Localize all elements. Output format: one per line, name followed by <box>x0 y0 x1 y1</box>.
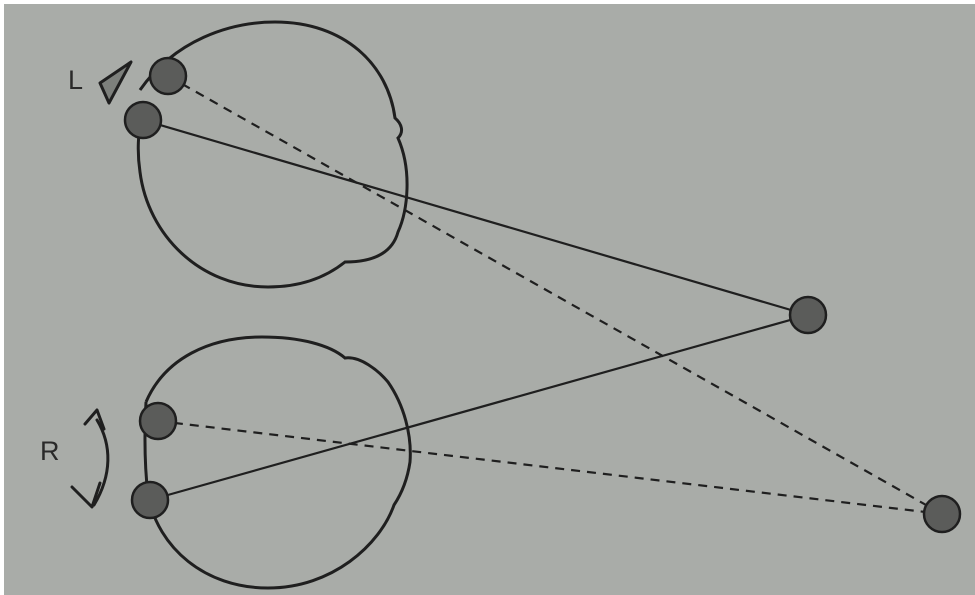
right-eye-lower-image-point <box>132 482 168 518</box>
left-eye-lower-image-point <box>125 102 161 138</box>
displaced-target-point <box>924 496 960 532</box>
right-eye-label: R <box>40 436 60 466</box>
left-eye-label: L <box>68 65 83 95</box>
fixation-target-point <box>790 297 826 333</box>
left-eye-upper-image-point <box>150 58 186 94</box>
right-eye-upper-image-point <box>140 403 176 439</box>
